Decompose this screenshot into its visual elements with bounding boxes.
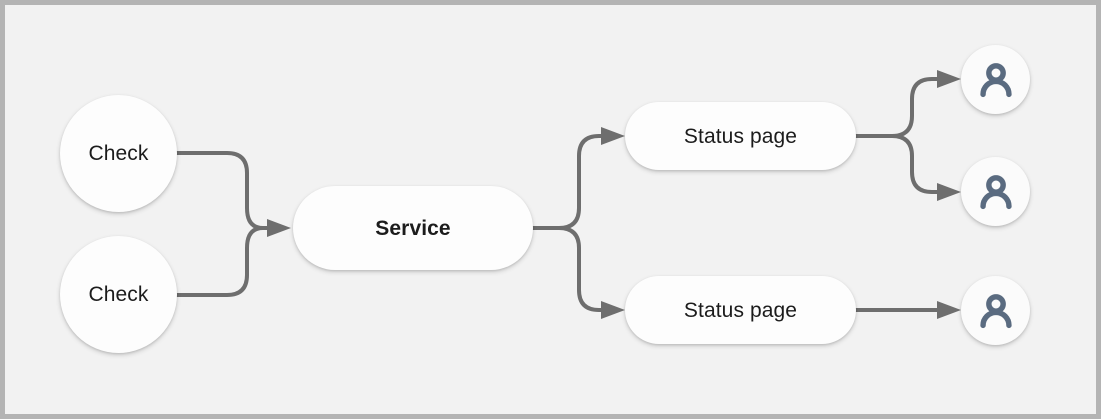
edge-service-status2 (531, 226, 603, 312)
arrowhead-service-in (267, 219, 291, 237)
node-user-1[interactable] (961, 45, 1030, 114)
user-icon (979, 174, 1012, 209)
connector-layer (175, 70, 961, 319)
edge-service-status1 (531, 134, 603, 230)
node-check-2-label: Check (88, 283, 149, 306)
node-check-2[interactable]: Check (60, 236, 177, 353)
node-check-1-label: Check (88, 142, 149, 165)
arrowhead-user2-in (937, 183, 961, 201)
user-icon (979, 293, 1012, 328)
arrowhead-status2-in (601, 301, 625, 319)
node-status-page-1-label: Status page (683, 124, 798, 148)
arrowhead-user1-in (937, 70, 961, 88)
node-user-2[interactable] (961, 157, 1030, 226)
arrowhead-user3-in (937, 301, 961, 319)
arrowhead-status1-in (601, 127, 625, 145)
node-service-label: Service (375, 216, 451, 240)
user-icon (979, 62, 1012, 97)
node-check-1[interactable]: Check (60, 95, 177, 212)
edge-check2-service (175, 226, 269, 297)
edge-status1-user1 (854, 77, 939, 138)
node-service[interactable]: Service (293, 186, 533, 270)
node-status-page-2[interactable]: Status page (625, 276, 856, 344)
edge-check1-service (175, 151, 269, 230)
diagram-canvas: Check Check Service Status page Status p… (5, 5, 1096, 414)
node-user-3[interactable] (961, 276, 1030, 345)
node-status-page-2-label: Status page (683, 298, 798, 322)
node-status-page-1[interactable]: Status page (625, 102, 856, 170)
edge-status1-user2 (854, 134, 939, 194)
